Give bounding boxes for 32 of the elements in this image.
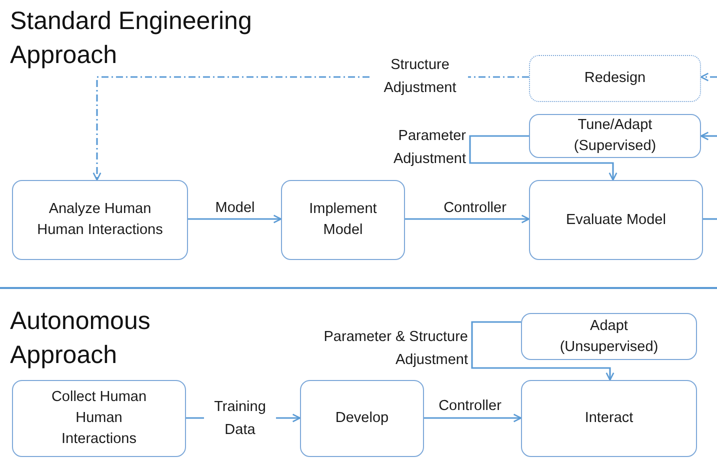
box-label: Tune/Adapt (Supervised) [572, 116, 658, 156]
edge-label: Parameter Adjustment [392, 127, 466, 169]
process-box [529, 55, 701, 102]
box-label: Collect Human Human Interactions [50, 388, 148, 449]
process-box [521, 380, 697, 457]
arrow [700, 132, 717, 140]
process-box [12, 380, 186, 457]
edge-label: Controller [438, 397, 502, 416]
process-box [281, 180, 405, 260]
process-box [12, 180, 188, 260]
box-label: Analyze Human Human Interactions [37, 200, 163, 240]
dashed-arrow [700, 72, 717, 82]
box-label: Implement Model [308, 200, 378, 240]
arrow [188, 214, 282, 224]
process-box [529, 180, 703, 260]
arrow [424, 414, 522, 422]
section-heading: Autonomous Approach [10, 306, 152, 371]
box-label: Develop [335, 409, 389, 428]
arrow [405, 214, 530, 224]
process-box [529, 114, 701, 158]
edge-label: Controller [442, 199, 508, 218]
process-box [521, 313, 697, 360]
box-label: Interact [584, 409, 634, 428]
arrow [469, 135, 618, 181]
section-heading: Standard Engineering Approach [10, 6, 253, 71]
box-label: Adapt (Unsupervised) [558, 316, 660, 356]
process-box [300, 380, 424, 457]
box-label: Evaluate Model [566, 210, 666, 230]
arrow [471, 321, 614, 381]
box-label: Redesign [584, 69, 646, 88]
edge-label: Parameter & Structure Adjustment [322, 328, 468, 370]
edge-label: Model [214, 199, 256, 218]
